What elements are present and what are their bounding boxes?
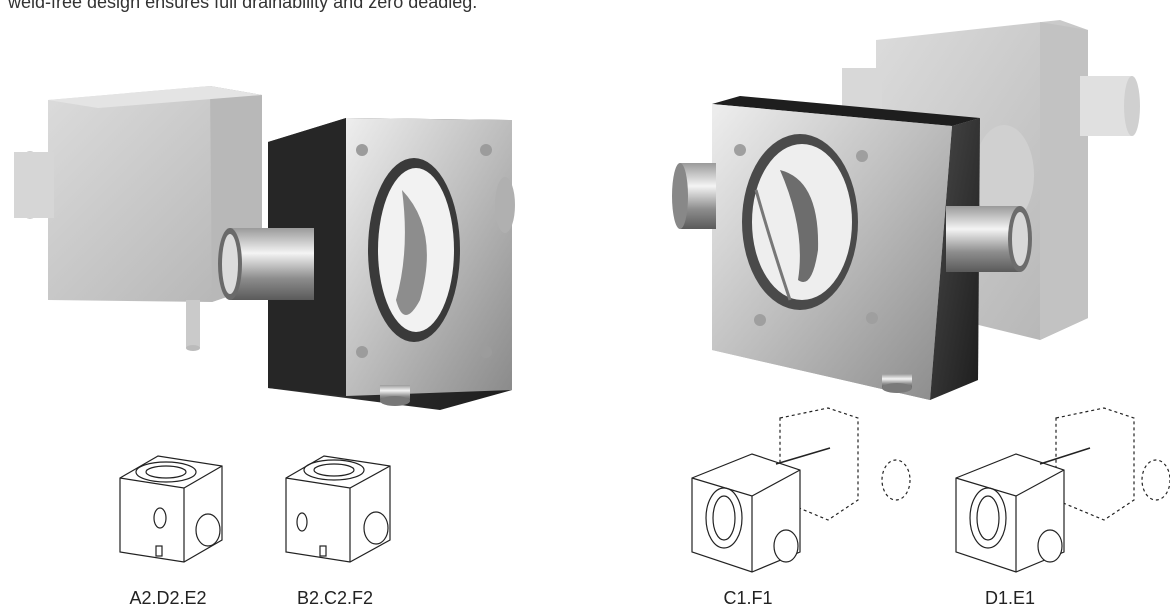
ghost-valve-body-left [14,86,262,351]
label-b2: B2.C2.F2 [296,588,374,608]
line-drawing-a2 [119,455,223,563]
label-a2: A2.D2.E2 [129,588,207,608]
line-drawing-b2 [285,455,391,563]
label-d1: D1.E1 [984,588,1036,608]
line-drawing-d1 [955,407,1170,573]
label-c1: C1.F1 [723,588,773,608]
metal-valve-body-right [672,96,1032,400]
caption-text: weld-free design ensures full drainabili… [8,0,478,12]
dark-valve-body-left [218,118,515,410]
line-drawing-c1 [691,407,911,573]
